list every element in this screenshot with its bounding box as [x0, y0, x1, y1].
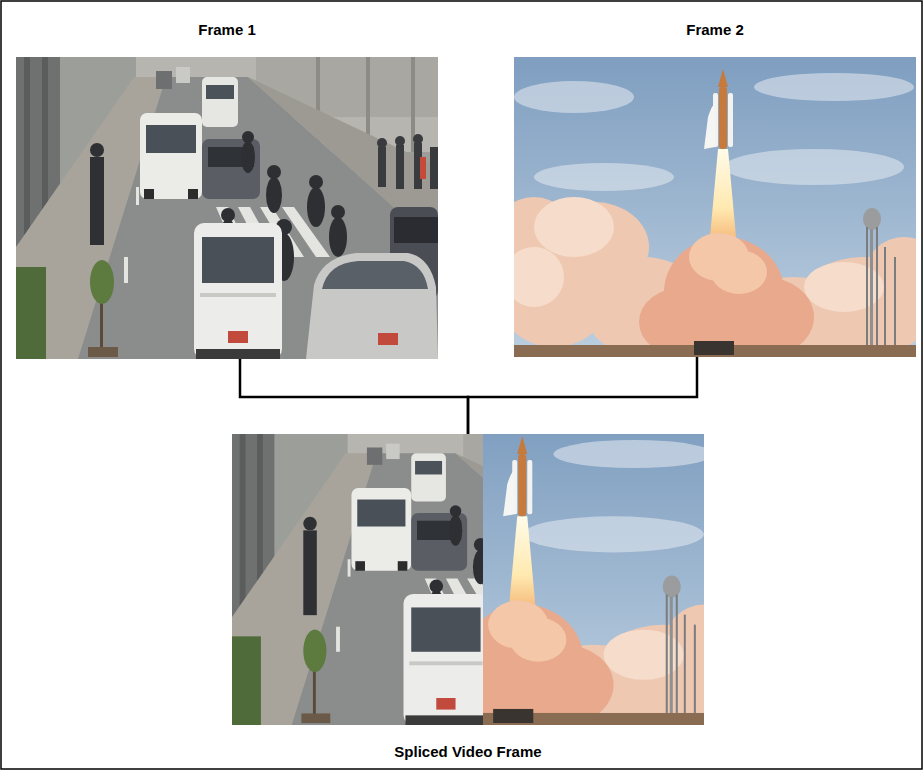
spliced-frame-box: Spliced Video Frame: [232, 434, 704, 766]
frame-1-image: [16, 57, 438, 359]
connector-line: [240, 359, 468, 434]
frame-label: Spliced Video Frame: [232, 743, 704, 761]
frame-2-image: [494, 57, 924, 357]
frame-2-image: [494, 57, 924, 357]
spliced-right-image: [292, 424, 744, 725]
frame-box: Frame 1: [16, 15, 438, 359]
frame-label: Frame 2: [514, 21, 916, 39]
spliced-right-image: [292, 424, 744, 725]
frame-label: Frame 1: [16, 21, 438, 39]
frame-1-image: [16, 57, 438, 359]
frame-box: Frame 2: [514, 15, 916, 357]
connector-line: [468, 357, 697, 434]
